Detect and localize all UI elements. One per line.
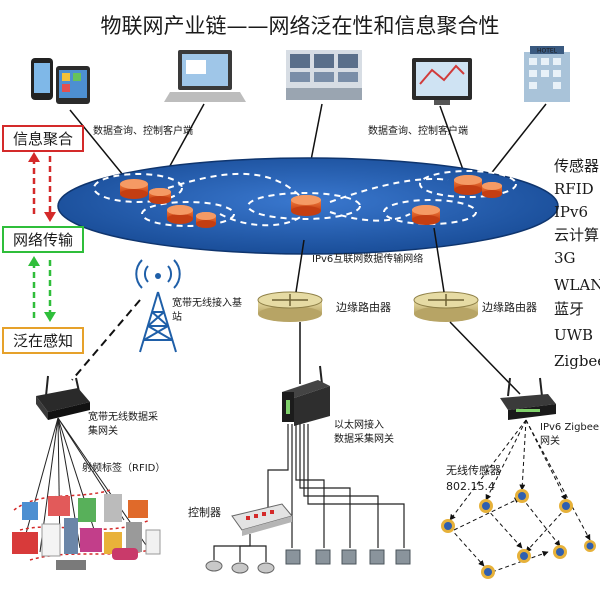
hotel-building-icon: HOTEL: [524, 46, 570, 102]
technology-list: 传感器 RFID IPv6 云计算 3G WLAN 蓝牙 UWB Zigbee: [554, 157, 600, 370]
wireless-gateway-label-line1: 宽带无线数据采: [88, 410, 158, 423]
zigbee-gateway-label-line1: IPv6 Zigbee: [540, 422, 599, 433]
ethernet-fanout-lines: [267, 424, 405, 548]
edge-router-left-label: 边缘路由器: [336, 300, 391, 314]
base-station-tower-icon: [135, 259, 181, 353]
technology-item: UWB: [554, 326, 593, 344]
technology-item: RFID: [554, 180, 594, 198]
technology-item: 云计算: [554, 226, 599, 244]
layer-box-transmission: [2, 226, 84, 253]
green-arrow-up-icon: [28, 256, 40, 266]
zigbee-gateway-label-line2: 网关: [540, 434, 560, 447]
smartphone-icon: [31, 58, 90, 104]
layer-label-perception: 泛在感知: [13, 332, 73, 350]
layer-box-aggregation: [2, 125, 84, 152]
standard-label: 802.15.4: [446, 480, 495, 493]
rfid-label: 射频标签（RFID）: [82, 461, 165, 474]
cloud-router-node: [454, 175, 482, 195]
wireless-sensor-label: 无线传感器: [446, 463, 501, 477]
red-flow-arrows: [32, 156, 52, 218]
cloud-router-node: [120, 179, 148, 199]
ethernet-gateway-label-line2: 数据采集网关: [334, 432, 394, 445]
wired-sensor-icon: [285, 549, 411, 565]
router-uplinks: [295, 227, 521, 395]
controller-icon: [231, 503, 293, 536]
technology-item: IPv6: [554, 203, 588, 221]
hotel-sign-label: HOTEL: [537, 48, 558, 55]
cloud-router-node: [149, 188, 171, 204]
wireless-gateway-label-line2: 集网关: [88, 424, 118, 437]
red-arrow-down-icon: [44, 212, 56, 222]
cloud-router-node: [291, 195, 321, 216]
cloud-router-node: [196, 212, 216, 228]
technology-item: 蓝牙: [554, 300, 584, 318]
edge-router-right-label: 边缘路由器: [482, 300, 537, 314]
cloud-router-node: [482, 182, 502, 198]
rfid-tagged-items-icon: [12, 494, 161, 570]
monitor-map-icon: [412, 58, 472, 105]
cloud-router-node: [412, 205, 440, 225]
diagram-title: 物联网产业链——网络泛在性和信息聚合性: [101, 14, 500, 38]
antenna-dot: [155, 273, 161, 279]
edge-router-right-icon: [413, 291, 479, 322]
sensor-mesh-arrows: [449, 419, 591, 573]
laptop-icon: [164, 50, 246, 102]
client-label-left: 数据查询、控制客户端: [93, 124, 193, 137]
red-arrow-up-icon: [28, 152, 40, 162]
cloud-router-node: [167, 205, 193, 224]
ethernet-gateway-icon: [282, 365, 330, 426]
client-label-right: 数据查询、控制客户端: [368, 124, 468, 137]
layer-label-transmission: 网络传输: [13, 231, 73, 249]
green-flow-arrows: [32, 260, 52, 318]
technology-item: 3G: [554, 249, 576, 267]
actuator-icon: [205, 560, 275, 574]
technology-item: Zigbee: [554, 352, 600, 370]
wireless-gateway-icon: [36, 375, 90, 420]
wireless-uplink-dashed: [71, 299, 141, 381]
technology-item: 传感器: [554, 157, 599, 175]
ethernet-gateway-label-line1: 以太网接入: [334, 418, 384, 431]
zigbee-gateway-icon: [500, 377, 556, 420]
green-arrow-down-icon: [44, 312, 56, 322]
control-room-icon: [286, 50, 362, 100]
controller-label: 控制器: [188, 505, 221, 519]
controller-lines: [213, 534, 267, 562]
technology-item: WLAN: [554, 276, 600, 294]
base-station-label-line2: 站: [172, 310, 182, 323]
layer-box-perception: [2, 327, 84, 354]
ipv6-network-label: IPv6互联网数据传输网络: [312, 252, 423, 265]
edge-router-left-icon: [257, 291, 323, 322]
base-station-label-line1: 宽带无线接入基: [172, 296, 242, 309]
layer-label-aggregation: 信息聚合: [13, 130, 73, 148]
wireless-sensor-node-icon: [441, 489, 596, 579]
